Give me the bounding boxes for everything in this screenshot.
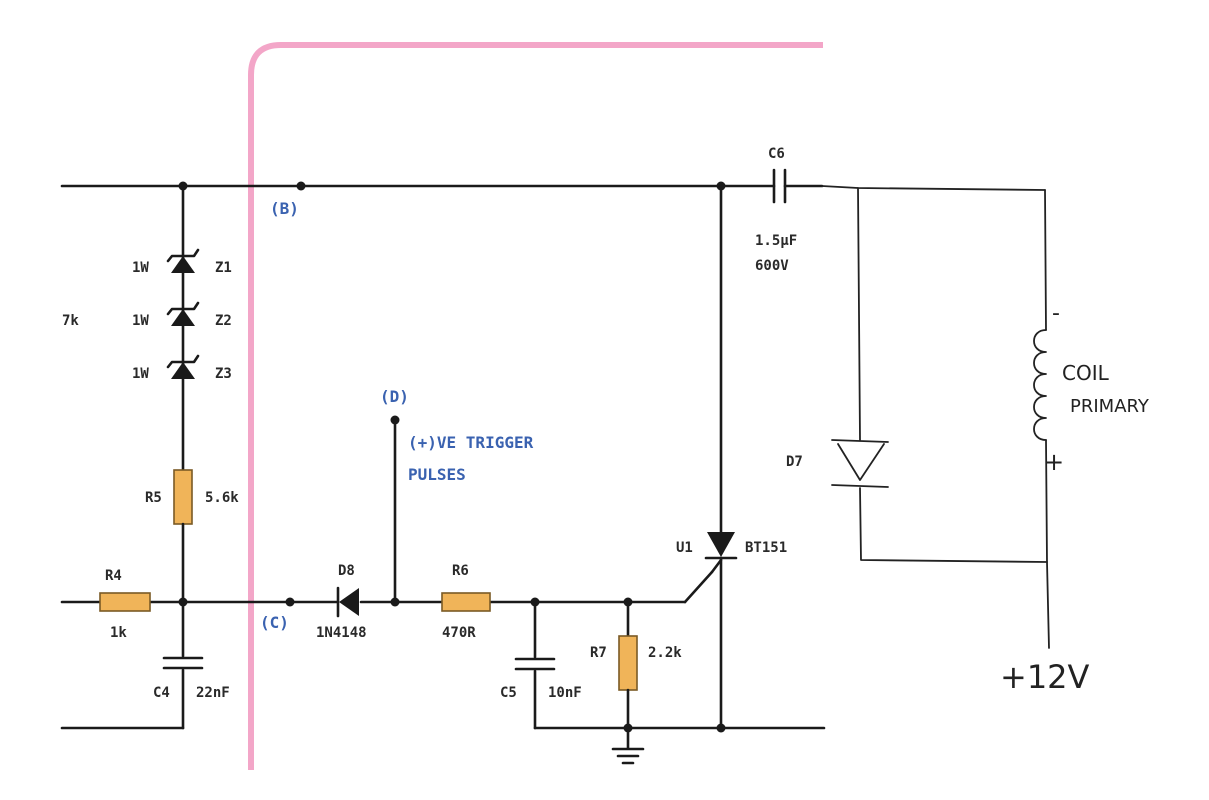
trigger-text-line1: (+)VE TRIGGER	[408, 433, 534, 452]
node-c-label: (C)	[260, 613, 289, 632]
supply-label: +12V	[1000, 658, 1090, 696]
r5-value: 5.6k	[205, 490, 239, 506]
ground-rail	[533, 723, 826, 733]
c4-name: C4	[153, 685, 170, 701]
z3-rating: 1W	[132, 366, 149, 382]
z1-name: Z1	[215, 260, 232, 276]
r4-name: R4	[105, 568, 122, 584]
resistor-r4	[99, 592, 151, 612]
d8-name: D8	[338, 563, 355, 579]
r6-name: R6	[452, 563, 469, 579]
u1-value: BT151	[745, 540, 787, 556]
r7-name: R7	[590, 645, 607, 661]
capacitor-c6	[772, 168, 824, 204]
z3-name: Z3	[215, 366, 232, 382]
junction-dot	[390, 415, 400, 425]
top-rail	[60, 181, 776, 191]
capacitor-c5	[514, 600, 556, 730]
resistor-r7-branch	[618, 600, 638, 730]
coil-primary	[1033, 329, 1047, 441]
zener-diode-z1	[166, 248, 200, 273]
d8-value: 1N4148	[316, 625, 367, 641]
c6-voltage: 600V	[755, 258, 789, 274]
coil-label-line2: PRIMARY	[1070, 396, 1150, 417]
junction-dot	[285, 597, 295, 607]
r6-value: 470R	[442, 625, 476, 641]
r5-name: R5	[145, 490, 162, 506]
partial-resistor-value: 7k	[62, 313, 79, 329]
pink-border	[248, 42, 823, 770]
trigger-text-line2: PULSES	[408, 465, 466, 484]
coil-label-line1: COIL	[1062, 361, 1110, 385]
c6-value: 1.5µF	[755, 233, 797, 249]
resistor-r7	[618, 635, 638, 691]
d7-name: D7	[786, 454, 803, 470]
c5-name: C5	[500, 685, 517, 701]
node-d-label: (D)	[380, 387, 409, 406]
coil-plus-sign: +	[1044, 448, 1064, 476]
c6-name: C6	[768, 146, 785, 162]
zener-diode-z2	[166, 301, 200, 326]
trigger-input	[390, 415, 400, 604]
resistor-r5	[173, 469, 193, 525]
capacitor-c4	[60, 600, 204, 730]
z2-name: Z2	[215, 313, 232, 329]
diode-d8	[336, 586, 359, 618]
signal-line	[60, 570, 714, 607]
ground-symbol	[611, 726, 645, 765]
zener-stack	[166, 184, 200, 477]
diode-d7	[831, 439, 889, 488]
thyristor-u1	[704, 184, 738, 730]
handdrawn-circuit	[821, 185, 1050, 649]
junction-dot	[296, 181, 306, 191]
node-b-label: (B)	[270, 199, 299, 218]
c4-value: 22nF	[196, 685, 230, 701]
u1-name: U1	[676, 540, 693, 556]
zener-diode-z3	[166, 354, 200, 379]
z2-rating: 1W	[132, 313, 149, 329]
z1-rating: 1W	[132, 260, 149, 276]
c5-value: 10nF	[548, 685, 582, 701]
coil-minus-sign: -	[1052, 301, 1060, 326]
resistor-r6	[441, 592, 491, 612]
r4-value: 1k	[110, 625, 127, 641]
r7-value: 2.2k	[648, 645, 682, 661]
